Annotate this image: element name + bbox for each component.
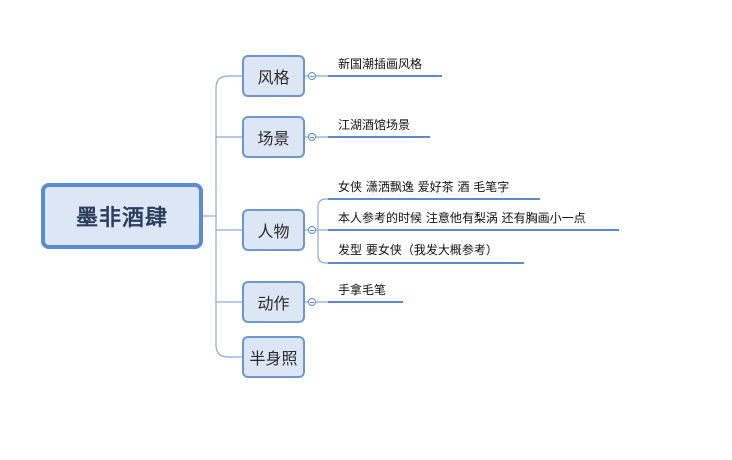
collapse-toggle-icon[interactable] bbox=[308, 298, 316, 306]
branch-topic-character[interactable]: 人物 bbox=[242, 209, 305, 251]
leaf-topic[interactable]: 发型 要女侠（我发大概参考） bbox=[338, 243, 498, 257]
collapse-toggle-icon[interactable] bbox=[308, 133, 316, 141]
branch-topic-action[interactable]: 动作 bbox=[242, 281, 305, 323]
leaf-topic[interactable]: 女侠 潇洒飘逸 爱好茶 酒 毛笔字 bbox=[338, 180, 510, 194]
leaf-topic[interactable]: 手拿毛笔 bbox=[338, 283, 387, 297]
branch-topic-half-body[interactable]: 半身照 bbox=[242, 336, 305, 378]
leaf-topic[interactable]: 本人参考的时候 注意他有梨涡 还有胸画小一点 bbox=[338, 211, 586, 225]
leaf-topic[interactable]: 新国潮插画风格 bbox=[338, 57, 423, 71]
collapse-toggle-icon[interactable] bbox=[308, 226, 316, 234]
root-topic[interactable]: 墨非酒肆 bbox=[41, 183, 203, 249]
collapse-toggle-icon[interactable] bbox=[308, 72, 316, 80]
branch-topic-scene[interactable]: 场景 bbox=[242, 116, 305, 158]
branch-topic-style[interactable]: 风格 bbox=[242, 55, 305, 97]
leaf-topic[interactable]: 江湖酒馆场景 bbox=[338, 118, 411, 132]
